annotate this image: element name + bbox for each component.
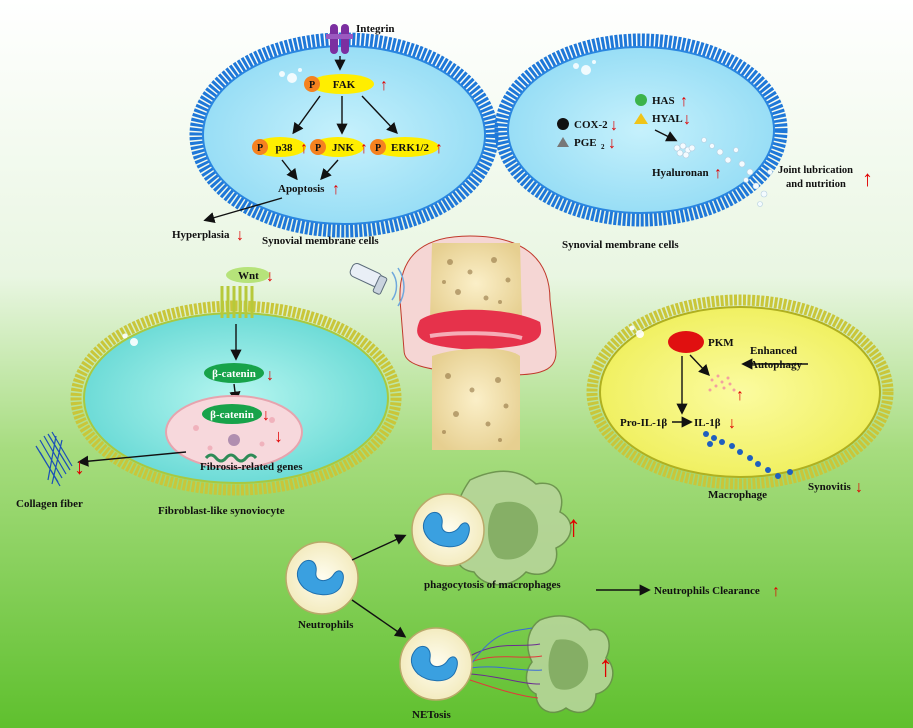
fibroblast-cell-label: Fibroblast-like synoviocyte bbox=[158, 505, 285, 517]
beta-catenin-down-arrow: ↓ bbox=[266, 367, 274, 384]
synovitis-label: Synovitis bbox=[808, 481, 852, 493]
joint-lubrication-line1: Joint lubrication bbox=[778, 165, 853, 176]
integrin-receptor-icon bbox=[326, 24, 353, 54]
synovial-cell-left-label: Synovial membrane cells bbox=[262, 235, 379, 247]
apoptosis-label: Apoptosis bbox=[278, 183, 325, 195]
nucleus bbox=[165, 395, 303, 469]
synovial-cell-right-label: Synovial membrane cells bbox=[562, 239, 679, 251]
pge2-label: PGE bbox=[574, 137, 597, 149]
hyal-marker-icon bbox=[634, 113, 648, 124]
joint-lubrication-line2: and nutrition bbox=[786, 179, 846, 190]
neutrophil-phagocytosed bbox=[411, 493, 485, 567]
wnt-ligand bbox=[226, 267, 270, 283]
jnk-up-arrow: ↑ bbox=[360, 140, 368, 157]
macrophage-label: Macrophage bbox=[708, 489, 767, 501]
hyal-down-arrow: ↓ bbox=[683, 111, 691, 128]
synovitis-down-arrow: ↓ bbox=[855, 479, 863, 496]
fak-p-badge: P bbox=[309, 80, 315, 91]
nucleus-down-arrow: ↓ bbox=[274, 426, 283, 446]
wnt-label: Wnt bbox=[238, 270, 259, 282]
beta-catenin-nucleus-label: β-catenin bbox=[210, 409, 254, 421]
fak-label: FAK bbox=[333, 79, 356, 91]
pro-il1b-label: Pro-IL-1β bbox=[620, 417, 667, 429]
pge2-marker-icon bbox=[557, 137, 569, 147]
hyaluronan-up-arrow: ↑ bbox=[714, 165, 722, 182]
pge2-down-arrow: ↓ bbox=[608, 135, 616, 152]
phagocytosis-up-arrow: ↑ bbox=[566, 510, 581, 543]
jnk-p-badge: P bbox=[315, 143, 321, 154]
beta-catenin-nucleus-down-arrow: ↓ bbox=[262, 407, 270, 424]
collagen-fiber-icon bbox=[35, 431, 73, 487]
net-fibers bbox=[469, 627, 543, 699]
cox2-down-arrow: ↓ bbox=[610, 117, 618, 134]
autophagy-up-arrow: ↑ bbox=[736, 387, 744, 404]
p38-label: p38 bbox=[275, 142, 293, 154]
erk-node: P ERK1/2 bbox=[370, 137, 439, 157]
joint-lubrication-up-arrow: ↑ bbox=[862, 166, 873, 191]
pge2-subscript: 2 bbox=[601, 143, 605, 151]
has-label: HAS bbox=[652, 95, 675, 107]
il1b-label: IL-1β bbox=[694, 417, 721, 429]
collagen-label: Collagen fiber bbox=[16, 498, 83, 510]
pkm-icon bbox=[668, 331, 704, 353]
neutrophil-main bbox=[285, 541, 359, 615]
beta-catenin-nucleus-node bbox=[202, 404, 262, 424]
cox2-label: COX-2 bbox=[574, 119, 608, 131]
p38-p-badge: P bbox=[257, 143, 263, 154]
beta-catenin-node bbox=[204, 363, 264, 383]
has-marker-icon bbox=[635, 94, 647, 106]
jnk-label: JNK bbox=[332, 142, 354, 154]
netosis-up-arrow: ↑ bbox=[598, 650, 613, 683]
clearance-up-arrow: ↑ bbox=[772, 583, 780, 600]
has-up-arrow: ↑ bbox=[680, 93, 688, 110]
wnt-down-arrow: ↓ bbox=[266, 268, 274, 285]
p38-node: P p38 bbox=[252, 137, 306, 157]
autophagy-line2: Autophagy bbox=[750, 359, 802, 371]
pkm-label: PKM bbox=[708, 337, 734, 349]
dna-icon bbox=[204, 453, 258, 463]
fak-node: P FAK bbox=[304, 74, 374, 94]
phagocytosis-label: phagocytosis of macrophages bbox=[424, 579, 561, 591]
ultrasound-probe-icon bbox=[349, 263, 405, 307]
integrin-label: Integrin bbox=[356, 23, 395, 35]
hyaluronan-label: Hyaluronan bbox=[652, 167, 709, 179]
hyperplasia-down-arrow: ↓ bbox=[236, 227, 244, 244]
autophagy-line1: Enhanced bbox=[750, 345, 797, 357]
autophagy-particles bbox=[708, 374, 736, 392]
netosis-label: NETosis bbox=[412, 709, 451, 721]
erk-up-arrow: ↑ bbox=[435, 140, 443, 157]
synovial-cell-right bbox=[494, 33, 788, 227]
clearance-label: Neutrophils Clearance bbox=[654, 585, 760, 597]
hyal-label: HYAL bbox=[652, 113, 683, 125]
neutrophil-netosis bbox=[399, 627, 473, 701]
erk-p-badge: P bbox=[375, 143, 381, 154]
collagen-down-arrow: ↓ bbox=[74, 454, 85, 479]
macrophage-netosis-shape bbox=[525, 615, 614, 714]
apoptosis-up-arrow: ↑ bbox=[332, 181, 340, 198]
il1b-particles bbox=[703, 431, 793, 479]
knee-joint-illustration bbox=[399, 235, 557, 450]
hyperplasia-label: Hyperplasia bbox=[172, 229, 230, 241]
jnk-node: P JNK bbox=[310, 137, 364, 157]
fibrosis-genes-label: Fibrosis-related genes bbox=[200, 461, 303, 473]
neutrophils-label: Neutrophils bbox=[298, 619, 354, 631]
beta-catenin-label: β-catenin bbox=[212, 368, 256, 380]
hyaluronan-particles bbox=[673, 137, 773, 207]
fak-up-arrow: ↑ bbox=[380, 77, 388, 94]
p38-up-arrow: ↑ bbox=[300, 140, 308, 157]
macrophage-cell bbox=[586, 294, 894, 490]
il1b-down-arrow: ↓ bbox=[728, 415, 736, 432]
wnt-receptor-icon bbox=[220, 286, 254, 318]
erk-label: ERK1/2 bbox=[391, 142, 429, 154]
cox2-marker-icon bbox=[557, 118, 569, 130]
